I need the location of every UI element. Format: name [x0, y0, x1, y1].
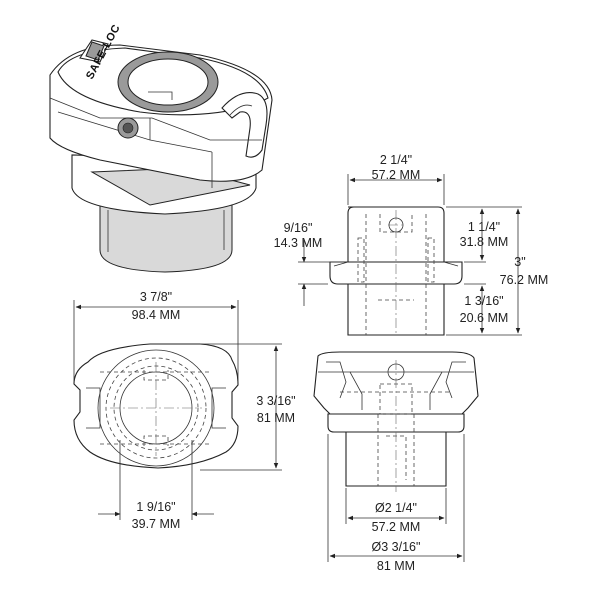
dim-top-width-mm: 57.2 MM — [372, 168, 421, 182]
dim-lower-height-inch: 1 3/16" — [464, 294, 503, 308]
side-dimensions: Ø2 1/4" 57.2 MM Ø3 3/16" 81 MM — [327, 434, 465, 573]
dim-bore-mm: 39.7 MM — [132, 517, 181, 531]
isometric-view: SAFE-LOC — [49, 23, 273, 273]
dim-shank-diameter-inch: Ø2 1/4" — [375, 501, 417, 515]
dim-flange-mm: 14.3 MM — [274, 236, 323, 250]
front-dimensions: 2 1/4" 57.2 MM 9/16" 14.3 MM 1 1/4" 31.8… — [274, 153, 549, 336]
dim-flange-inch: 9/16" — [284, 221, 313, 235]
dim-overall-depth-mm: 81 MM — [257, 411, 295, 425]
dim-flange-diameter-inch: Ø3 3/16" — [372, 540, 421, 554]
dim-flange-diameter-mm: 81 MM — [377, 559, 415, 573]
dim-lower-height-mm: 20.6 MM — [460, 311, 509, 325]
dim-total-height-inch: 3" — [514, 255, 525, 269]
dim-top-width-inch: 2 1/4" — [380, 153, 412, 167]
top-view — [73, 343, 239, 469]
dim-total-height-mm: 76.2 MM — [500, 273, 549, 287]
dim-shank-diameter-mm: 57.2 MM — [372, 520, 421, 534]
dim-overall-width-mm: 98.4 MM — [132, 308, 181, 322]
dim-bore-inch: 1 9/16" — [136, 500, 175, 514]
dim-overall-width-inch: 3 7/8" — [140, 290, 172, 304]
dim-overall-depth-inch: 3 3/16" — [256, 394, 295, 408]
side-view — [313, 351, 479, 492]
top-dimensions: 3 7/8" 98.4 MM 3 3/16" 81 MM 1 9/16" 39.… — [73, 290, 296, 531]
dim-upper-height-mm: 31.8 MM — [460, 235, 509, 249]
front-view — [329, 206, 463, 336]
dim-upper-height-inch: 1 1/4" — [468, 220, 500, 234]
